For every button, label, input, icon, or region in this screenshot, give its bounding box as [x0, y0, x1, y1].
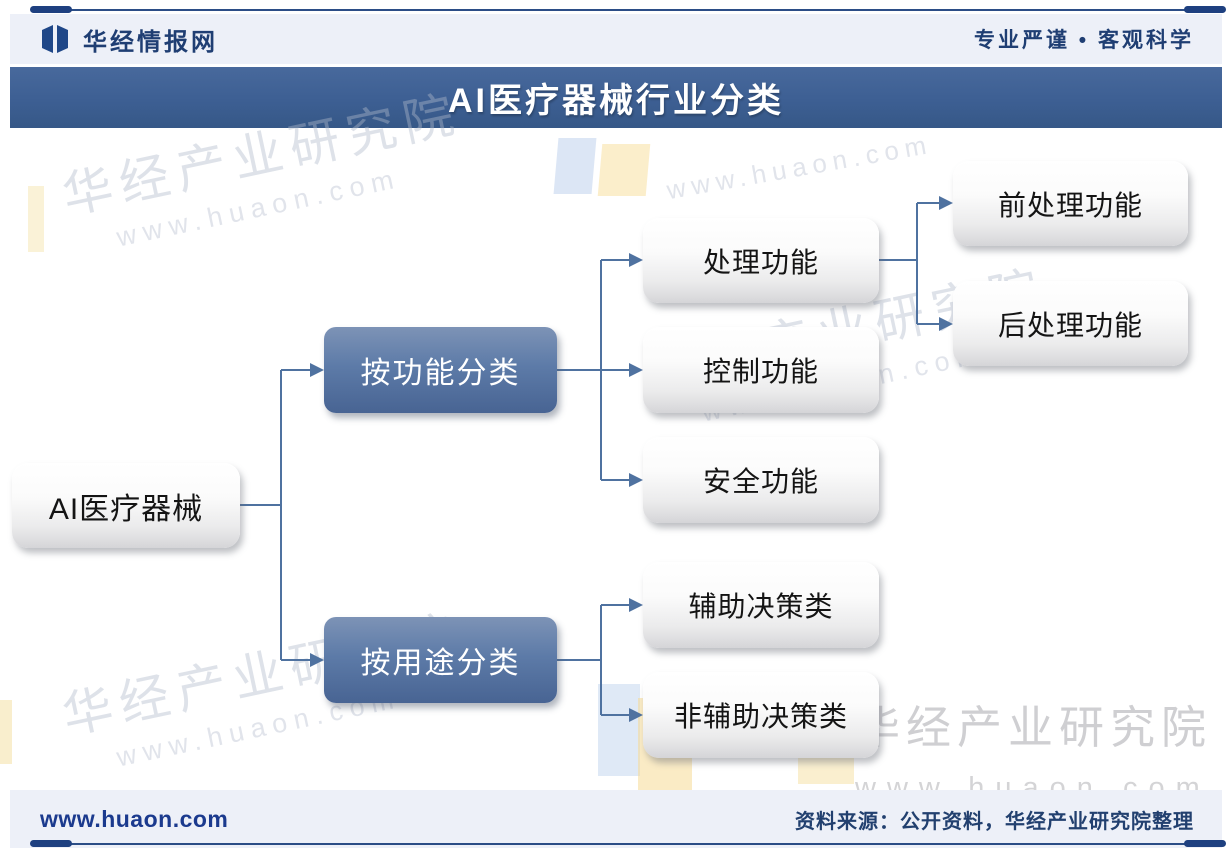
node-control-function: 控制功能 — [643, 327, 879, 413]
node-branch-by-usage: 按用途分类 — [324, 617, 557, 703]
footer-site-url: www.huaon.com — [40, 805, 229, 832]
node-label: 辅助决策类 — [688, 591, 834, 622]
top-rule-right-cap — [1184, 6, 1226, 13]
watermark-org-text: 华经产业研究院 — [855, 702, 1213, 753]
node-root-ai-medical-devices: AI医疗器械 — [12, 463, 240, 548]
title-bar: AI医疗器械行业分类 — [10, 67, 1222, 128]
page-title: AI医疗器械行业分类 — [448, 82, 784, 120]
bottom-rule — [30, 840, 1226, 847]
node-label: 按功能分类 — [360, 357, 521, 390]
bottom-rule-right-cap — [1184, 840, 1226, 847]
node-label: AI医疗器械 — [48, 492, 204, 526]
top-rule-left-cap — [30, 6, 72, 13]
node-label: 非辅助决策类 — [673, 701, 848, 732]
node-non-assisted-decision-class: 非辅助决策类 — [643, 672, 879, 758]
node-label: 处理功能 — [702, 246, 819, 278]
brand-name: 华经情报网 — [83, 28, 218, 56]
diagram-canvas: 华经产业研究院 www.huaon.com 华经产业研究院 www.huaon.… — [0, 85, 1232, 804]
top-rule — [30, 6, 1226, 13]
brand: 华经情报网 — [40, 22, 218, 57]
node-assisted-decision-class: 辅助决策类 — [643, 562, 879, 648]
node-branch-by-function: 按功能分类 — [324, 327, 557, 413]
huajing-logo-icon — [42, 25, 68, 53]
header: 华经情报网 专业严谨 • 客观科学 — [10, 14, 1222, 64]
node-label: 控制功能 — [702, 356, 819, 387]
slogan-text: 专业严谨 • 客观科学 — [973, 29, 1194, 52]
node-safety-function: 安全功能 — [643, 437, 879, 523]
node-post-processing-function: 后处理功能 — [953, 281, 1188, 366]
node-processing-function: 处理功能 — [643, 218, 879, 303]
node-label: 后处理功能 — [997, 309, 1143, 341]
node-pre-processing-function: 前处理功能 — [953, 161, 1188, 246]
footer-source-note: 资料来源：公开资料，华经产业研究院整理 — [795, 810, 1194, 833]
node-label: 安全功能 — [702, 466, 819, 497]
node-label: 按用途分类 — [360, 647, 521, 680]
footer: www.huaon.com 资料来源：公开资料，华经产业研究院整理 — [10, 790, 1222, 848]
bottom-rule-left-cap — [30, 840, 72, 847]
node-label: 前处理功能 — [997, 189, 1143, 221]
